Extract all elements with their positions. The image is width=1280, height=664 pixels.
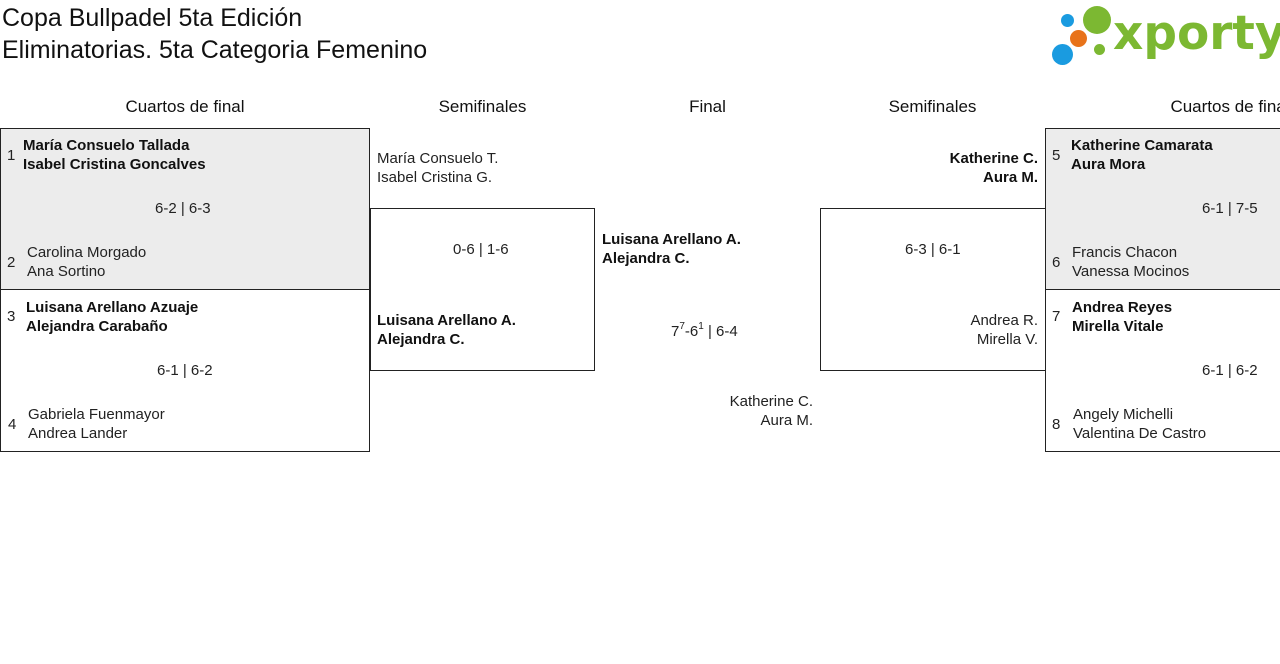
score-tiebreak: 1 xyxy=(698,321,704,332)
player-name: Aura Mora xyxy=(1071,156,1146,173)
match-box-qf4[interactable] xyxy=(1045,289,1280,452)
tournament-title: Copa Bullpadel 5ta Edición xyxy=(2,4,303,32)
player-name: Katherine C. xyxy=(729,393,813,410)
player-name: Alejandra Carabaño xyxy=(26,318,168,335)
logo-wordmark: xporty xyxy=(1113,6,1280,61)
player-name: Isabel Cristina Goncalves xyxy=(23,156,206,173)
player-name: Andrea Reyes xyxy=(1072,299,1173,316)
player-name: Andrea Lander xyxy=(28,425,128,442)
match-score: 6-1 | 6-2 xyxy=(157,362,213,379)
seed-number: 2 xyxy=(7,254,16,271)
seed-number: 1 xyxy=(7,147,16,164)
xporty-logo[interactable]: xporty xyxy=(1050,4,1280,68)
match-box-qf1[interactable] xyxy=(0,128,370,290)
seed-number: 5 xyxy=(1052,147,1061,164)
seed-number: 4 xyxy=(8,416,17,433)
round-header-right-quarters: Cuartos de final xyxy=(1170,97,1280,116)
player-name: Katherine C. xyxy=(949,150,1038,167)
player-name: Luisana Arellano A. xyxy=(377,312,516,329)
player-name: Gabriela Fuenmayor xyxy=(28,406,165,423)
player-name: Alejandra C. xyxy=(377,331,465,348)
match-score: 0-6 | 1-6 xyxy=(453,241,509,258)
player-name: Katherine Camarata xyxy=(1071,137,1213,154)
round-header-left-semis: Semifinales xyxy=(438,97,527,116)
score-set1-games: 7 xyxy=(671,323,680,340)
score-set1-opp-games: 6 xyxy=(689,323,699,340)
player-name: Mirella V. xyxy=(976,331,1038,348)
player-name: Mirella Vitale xyxy=(1072,318,1164,335)
logo-green-dot xyxy=(1083,6,1111,34)
match-box-qf3[interactable] xyxy=(1045,128,1280,290)
match-box-qf2[interactable] xyxy=(0,289,370,452)
player-name: Valentina De Castro xyxy=(1073,425,1207,442)
player-name: Alejandra C. xyxy=(602,250,690,267)
round-header-final: Final xyxy=(689,97,726,116)
match-score: 6-1 | 7-5 xyxy=(1202,200,1258,217)
match-score: 6-1 | 6-2 xyxy=(1202,362,1258,379)
score-rest: | 6-4 xyxy=(703,323,738,340)
player-name: María Consuelo Tallada xyxy=(23,137,190,154)
seed-number: 8 xyxy=(1052,416,1061,433)
player-name: Aura M. xyxy=(982,169,1038,186)
match-box-sf-left[interactable] xyxy=(370,208,595,371)
seed-number: 7 xyxy=(1052,308,1061,325)
logo-small-blue-dot xyxy=(1061,14,1074,27)
match-score: 6-3 | 6-1 xyxy=(905,241,961,258)
logo-orange-dot xyxy=(1070,30,1087,47)
score-tiebreak: 7 xyxy=(679,321,685,332)
player-name: Angely Michelli xyxy=(1073,406,1174,423)
logo-small-green-dot xyxy=(1094,44,1105,55)
player-name: Aura M. xyxy=(760,412,813,429)
player-name: Andrea R. xyxy=(970,312,1038,329)
round-header-right-semis: Semifinales xyxy=(888,97,977,116)
round-header-left-quarters: Cuartos de final xyxy=(125,97,245,116)
final-score: 77-61 | 6-4 xyxy=(671,321,738,341)
player-name: Luisana Arellano Azuaje xyxy=(26,299,199,316)
player-name: María Consuelo T. xyxy=(377,150,499,167)
player-name: Luisana Arellano A. xyxy=(602,231,741,248)
player-name: Ana Sortino xyxy=(27,263,106,280)
player-name: Vanessa Mocinos xyxy=(1072,263,1190,280)
seed-number: 3 xyxy=(7,308,16,325)
match-score: 6-2 | 6-3 xyxy=(155,200,211,217)
category-title: Eliminatorias. 5ta Categoria Femenino xyxy=(2,36,428,64)
player-name: Isabel Cristina G. xyxy=(377,169,493,186)
player-name: Carolina Morgado xyxy=(27,244,147,261)
logo-blue-dot xyxy=(1052,44,1073,65)
player-name: Francis Chacon xyxy=(1072,244,1178,261)
seed-number: 6 xyxy=(1052,254,1061,271)
